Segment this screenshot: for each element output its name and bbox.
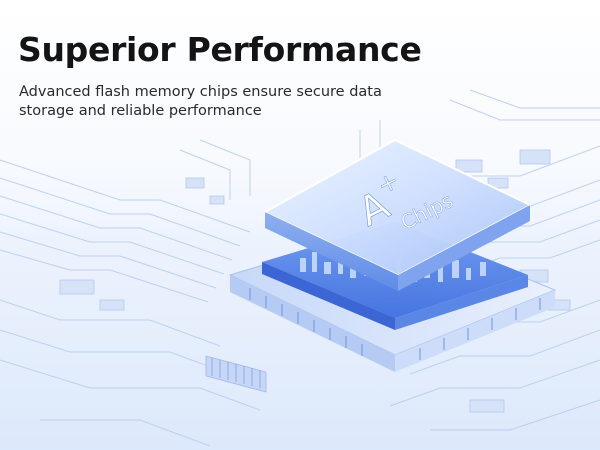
connector-block — [205, 355, 267, 393]
description-line-2: storage and reliable performance — [19, 103, 262, 119]
chip-top-glass — [263, 138, 532, 291]
description-line-1: Advanced flash memory chips ensure secur… — [19, 84, 382, 100]
description: Advanced flash memory chips ensure secur… — [19, 83, 399, 121]
board-components — [59, 149, 571, 413]
headline: Superior Performance — [18, 30, 422, 69]
